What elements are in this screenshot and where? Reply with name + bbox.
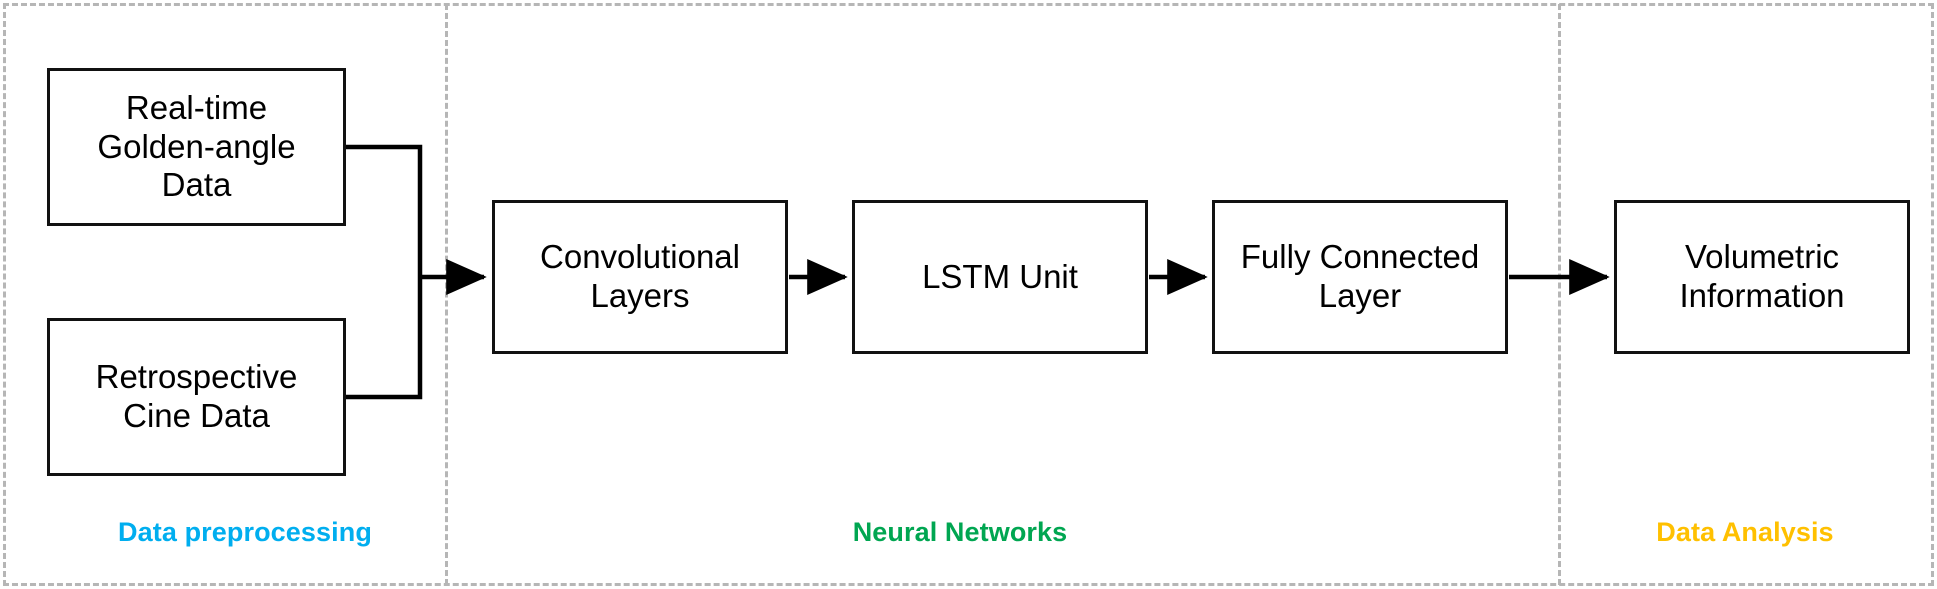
node-retrospective-cine-data[interactable]: Retrospective Cine Data xyxy=(47,318,346,476)
node-convolutional-layers[interactable]: Convolutional Layers xyxy=(492,200,788,354)
section-caption-data-analysis: Data Analysis xyxy=(1656,517,1834,547)
node-volumetric-information[interactable]: Volumetric Information xyxy=(1614,200,1910,354)
node-label: Real-time Golden-angle Data xyxy=(97,88,296,204)
section-divider-neural-analysis xyxy=(1558,4,1561,585)
node-fully-connected-layer[interactable]: Fully Connected Layer xyxy=(1212,200,1508,354)
section-caption-neural-networks: Neural Networks xyxy=(852,517,1068,547)
node-label: Volumetric Information xyxy=(1679,238,1845,314)
node-lstm-unit[interactable]: LSTM Unit xyxy=(852,200,1148,354)
edge-retrospective-to-merge xyxy=(346,277,423,400)
node-label: Fully Connected Layer xyxy=(1240,238,1480,314)
section-divider-preprocessing-neural xyxy=(445,4,448,585)
node-label: Convolutional Layers xyxy=(540,238,740,314)
section-caption-data-preprocessing: Data preprocessing xyxy=(118,517,372,547)
node-label: Retrospective Cine Data xyxy=(95,358,298,434)
node-label: LSTM Unit xyxy=(922,257,1078,295)
edge-realtime-to-merge xyxy=(346,144,423,277)
node-realtime-golden-angle-data[interactable]: Real-time Golden-angle Data xyxy=(47,68,346,226)
